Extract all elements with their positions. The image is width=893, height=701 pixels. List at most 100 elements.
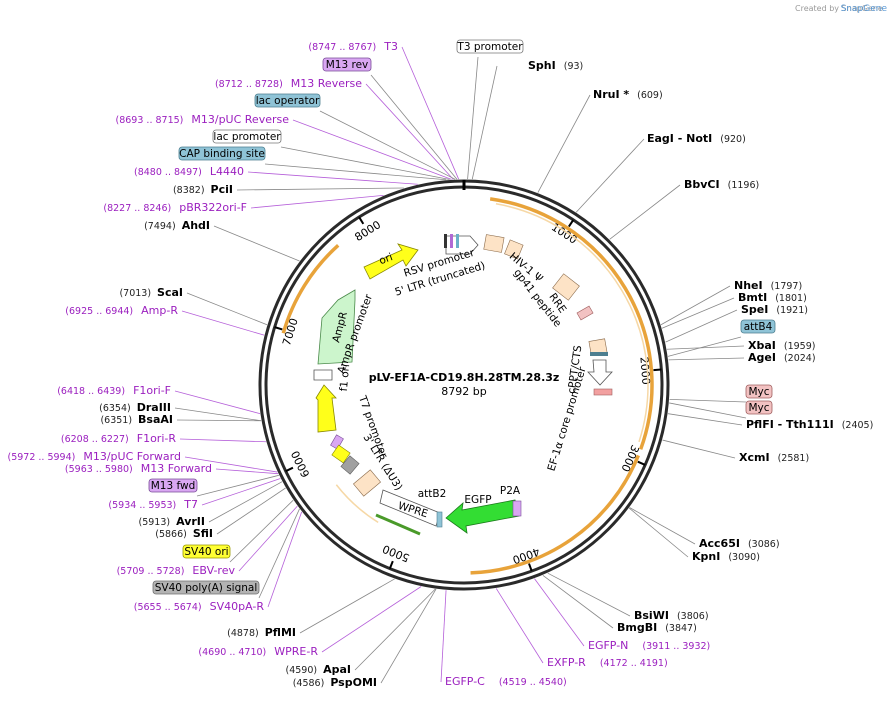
enzyme-name: SphI [528, 59, 556, 72]
enzyme-position: (93) [564, 61, 584, 72]
primer-label: (5709 .. 5728)EBV-rev [117, 564, 236, 577]
primer-label: EGFP-N(3911 .. 3932) [588, 639, 710, 652]
enzyme-position: (5866) [155, 529, 187, 540]
primer-label: EGFP-C(4519 .. 4540) [445, 675, 567, 688]
leader-line [380, 588, 437, 684]
feature-badge-label: Myc [748, 386, 769, 398]
leader-line [668, 357, 745, 361]
tick-mark [528, 563, 533, 572]
primer-name: pBR322ori-F [179, 201, 247, 214]
primer-range: (8747 .. 8767) [308, 42, 376, 53]
leader-line [628, 507, 689, 558]
enzyme-label: (7494) AhdI [144, 219, 210, 232]
primer-label: (6925 .. 6944)Amp-R [65, 304, 178, 317]
feature-arc-bottom-region [470, 454, 640, 575]
feature-arc-left-highlight [335, 484, 379, 524]
enzyme-name: PciI [211, 183, 233, 196]
feature-arc-inner-highlight [495, 203, 649, 443]
feature-badge-label: M13 fwd [151, 480, 196, 492]
tick-mark [653, 368, 662, 372]
gp41-feature [576, 305, 594, 321]
enzyme-label: KpnI(3090) [692, 550, 760, 563]
primer-label: (8480 .. 8497)L4440 [134, 165, 244, 178]
feature-badge-label: M13 rev [326, 59, 369, 71]
inner-feature-label: WPRE [396, 500, 429, 520]
inner-feature-label: P2A [500, 485, 521, 497]
enzyme-name: Acc65I [699, 537, 740, 550]
leader-line [179, 438, 266, 443]
feature-badge [745, 384, 773, 399]
primer-name: EGFP-C [445, 675, 485, 688]
enzyme-position: (6351) [100, 415, 132, 426]
primer-range: (6925 .. 6944) [65, 306, 133, 317]
enzyme-label: BmgBI(3847) [617, 621, 697, 634]
enzyme-name: EagI - NotI [647, 132, 712, 145]
inner-feature-label: attB2 [418, 488, 447, 500]
leader-line [216, 487, 286, 535]
enzyme-position: (4590) [286, 665, 318, 676]
enzyme-label: (4878)PflMI [227, 626, 296, 639]
leader-line [667, 413, 743, 426]
feature-badge [456, 39, 524, 54]
primer-label: (8227 .. 8246)pBR322ori-F [103, 201, 247, 214]
enzyme-name: AhdI [182, 219, 210, 232]
enzyme-position: (1801) [775, 293, 807, 304]
enzyme-position: (6354) [99, 403, 131, 414]
primer-label: (4690 .. 4710)WPRE-R [198, 645, 318, 658]
enzyme-label: XbaI(1959) [748, 339, 815, 352]
enzyme-position: (8382) [173, 185, 205, 196]
enzyme-label: BsiWI(3806) [634, 609, 709, 622]
feature-badge-label: CAP binding site [179, 148, 265, 160]
primer-label: (5934 .. 5953)T7 [108, 498, 198, 511]
t3-marker [444, 234, 447, 248]
enzyme-label: AgeI(2024) [748, 351, 816, 364]
leader-line [534, 578, 585, 647]
enzyme-position: (609) [637, 90, 663, 101]
enzyme-label: (5913)AvrII [139, 515, 206, 528]
3-ltr-feature [353, 469, 381, 497]
primer-range: (6418 .. 6439) [57, 386, 125, 397]
leader-line [250, 194, 384, 209]
rsv-promoter-feature [445, 235, 479, 255]
tick-mark [568, 219, 575, 228]
primer-range: (5709 .. 5728) [117, 566, 185, 577]
plasmid-size: 8792 bp [441, 385, 486, 398]
enzyme-name: XcmI [739, 451, 770, 464]
m13-fwd-marker [330, 434, 344, 450]
leader-line [196, 474, 279, 497]
enzyme-position: (7494) [144, 221, 176, 232]
enzyme-position: (920) [720, 134, 746, 145]
enzyme-label: (7013)ScaI [119, 286, 183, 299]
primer-range: (4172 .. 4191) [600, 658, 668, 669]
leader-line [238, 505, 298, 572]
feature-badge [148, 478, 198, 493]
tick-mark [274, 326, 283, 331]
sv40-polya-feature [340, 455, 360, 475]
primer-name: F1ori-F [133, 384, 171, 397]
primer-labels: (8747 .. 8767)T3(8712 .. 8728)M13 Revers… [7, 40, 710, 688]
attb4-marker [590, 352, 608, 356]
enzyme-name: BbvCI [684, 178, 720, 191]
leader-line [215, 468, 279, 475]
feature-badge [212, 129, 282, 144]
enzyme-position: (1196) [728, 180, 760, 191]
feature-badge [152, 580, 260, 595]
primer-label: (5655 .. 5674)SV40pA-R [134, 600, 265, 613]
enzyme-position: (2024) [784, 353, 816, 364]
enzyme-name: PspOMI [330, 676, 377, 689]
enzyme-position: (1797) [771, 281, 803, 292]
credit-text: Created by SnapGene [795, 4, 883, 13]
tick-mark [637, 460, 646, 466]
enzyme-position: (4586) [293, 678, 325, 689]
leader-line [299, 578, 395, 634]
feature-badge [254, 93, 321, 108]
rre-feature [552, 273, 580, 301]
inner-feature-label: EGFP [464, 494, 491, 506]
primer-range: (8693 .. 8715) [116, 115, 184, 126]
primer-name: SV40pA-R [210, 600, 265, 613]
snapgene-logo-text: SnapGene [841, 4, 888, 14]
tick-label: 6000 [289, 449, 313, 480]
tick-label: 8000 [353, 218, 384, 244]
enzyme-position: (7013) [119, 288, 151, 299]
